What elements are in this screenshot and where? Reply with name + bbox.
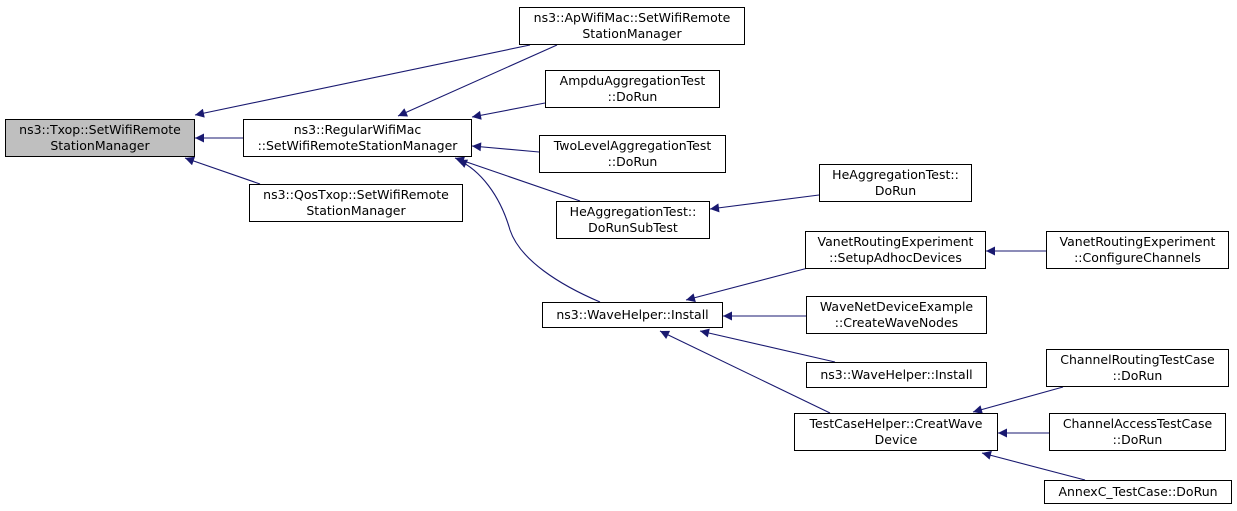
node-label-line: ::ConfigureChannels: [1074, 250, 1201, 265]
node-chanaccess[interactable]: ChannelAccessTestCase::DoRun: [1049, 413, 1226, 451]
node-ampdu[interactable]: AmpduAggregationTest::DoRun: [545, 70, 720, 108]
edge-wavehelper2-to-wavehelper: [699, 328, 836, 363]
edge-vanetsetup-to-wavehelper: [685, 267, 809, 303]
node-hesub[interactable]: HeAggregationTest::DoRunSubTest: [556, 201, 710, 239]
node-label-line: ::DoRun: [1112, 432, 1163, 447]
node-label-line: ns3::RegularWifiMac: [293, 122, 422, 137]
node-wavehelper[interactable]: ns3::WaveHelper::Install: [542, 302, 723, 328]
node-label-line: ::DoRun: [1112, 368, 1163, 383]
node-label-line: ::DoRun: [607, 154, 658, 169]
node-label-line: ::SetupAdhocDevices: [829, 250, 962, 265]
edge-apmac-to-regmac: [397, 44, 558, 117]
node-label-line: Device: [874, 432, 918, 447]
node-chanrouting[interactable]: ChannelRoutingTestCase::DoRun: [1046, 349, 1229, 387]
node-label-line: AmpduAggregationTest: [559, 73, 706, 88]
node-label-line: StationManager: [582, 26, 682, 41]
node-label-line: ::SetWifiRemoteStationManager: [257, 138, 458, 153]
node-label-line: ns3::Txop::SetWifiRemote: [19, 122, 181, 137]
edge-annexc-to-testcase: [981, 450, 1086, 481]
node-twolevel[interactable]: TwoLevelAggregationTest::DoRun: [539, 135, 726, 173]
node-label-line: ns3::WaveHelper::Install: [820, 367, 973, 382]
edge-wavehelper-to-regmac: [457, 159, 601, 303]
node-label-line: AnnexC_TestCase::DoRun: [1058, 484, 1218, 499]
node-label-line: VanetRoutingExperiment: [817, 234, 974, 249]
node-vanetconf[interactable]: VanetRoutingExperiment::ConfigureChannel…: [1046, 231, 1229, 269]
node-label-line: HeAggregationTest::: [569, 204, 697, 219]
node-label-line: TestCaseHelper::CreatWave: [809, 416, 983, 431]
node-label-line: StationManager: [306, 203, 406, 218]
node-label-line: StationManager: [50, 138, 150, 153]
edge-chanrouting-to-testcase: [972, 386, 1064, 414]
node-herun[interactable]: HeAggregationTest::DoRun: [819, 164, 972, 202]
node-label-line: ::DoRun: [607, 89, 658, 104]
node-label-line: HeAggregationTest::: [832, 167, 959, 182]
node-label-line: DoRunSubTest: [588, 220, 678, 235]
node-wavenet[interactable]: WaveNetDeviceExample::CreateWaveNodes: [806, 296, 987, 334]
edge-hesub-to-regmac: [454, 156, 581, 202]
node-label-line: ns3::QosTxop::SetWifiRemote: [263, 187, 449, 202]
node-label-line: VanetRoutingExperiment: [1059, 234, 1216, 249]
edge-apmac-to-txop: [194, 44, 531, 118]
edge-qostxop-to-txop: [184, 156, 261, 185]
node-label-line: ChannelRoutingTestCase: [1060, 352, 1215, 367]
edge-herun-to-hesub: [709, 194, 820, 213]
edge-testcase-to-wavehelper: [659, 330, 831, 414]
node-label-line: WaveNetDeviceExample: [819, 299, 974, 314]
node-vanetsetup[interactable]: VanetRoutingExperiment::SetupAdhocDevice…: [805, 231, 986, 269]
node-label-line: TwoLevelAggregationTest: [553, 138, 712, 153]
node-label-line: ::CreateWaveNodes: [834, 315, 959, 330]
edge-twolevel-to-regmac: [471, 142, 540, 153]
node-label-line: ns3::ApWifiMac::SetWifiRemote: [533, 10, 731, 25]
node-label-line: ChannelAccessTestCase: [1062, 416, 1213, 431]
node-label-line: ns3::WaveHelper::Install: [556, 307, 709, 322]
node-regmac[interactable]: ns3::RegularWifiMac::SetWifiRemoteStatio…: [243, 119, 472, 157]
node-wavehelper2[interactable]: ns3::WaveHelper::Install: [806, 362, 987, 388]
edge-ampdu-to-regmac: [471, 102, 546, 120]
node-label-line: DoRun: [874, 183, 917, 198]
node-annexc[interactable]: AnnexC_TestCase::DoRun: [1044, 480, 1232, 504]
